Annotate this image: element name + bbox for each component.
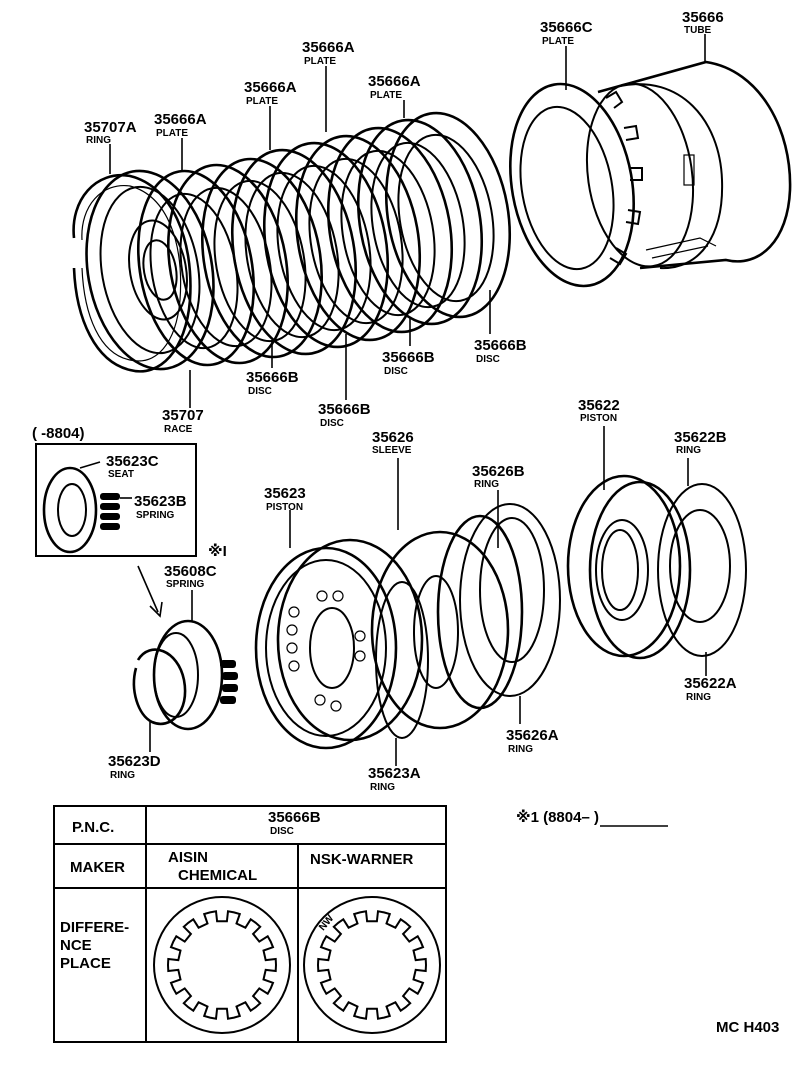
label-35666b-1-name: DISC (248, 386, 272, 397)
tube-35666 (585, 60, 792, 270)
label-35666a-1-name: PLATE (304, 56, 336, 67)
label-35666b-4-name: DISC (476, 354, 500, 365)
table-diff-line1: DIFFERE- (60, 919, 129, 936)
ring-35626b (479, 490, 545, 663)
label-35623d-name: RING (110, 770, 135, 781)
disc-nsk-drawing: NW (303, 896, 441, 1034)
label-35666a-3-pn: 35666A (244, 79, 297, 96)
leader-lines-upper (109, 34, 706, 408)
sleeve-35626 (370, 458, 524, 730)
label-35626a-name: RING (508, 744, 533, 755)
label-35623c-pn: 35623C (106, 453, 159, 470)
label-35666b-3-name: DISC (384, 366, 408, 377)
label-35626-name: SLEEVE (372, 445, 412, 456)
inset-period-note: ( -8804) (32, 425, 85, 442)
label-35608c-pn: 35608C (164, 563, 217, 580)
footnote-period: ※1 (8804– ) (516, 808, 599, 826)
label-35623a-pn: 35623A (368, 765, 421, 782)
label-35666c-name: PLATE (542, 36, 574, 47)
ring-35622b (657, 458, 747, 657)
label-35666b-3-pn: 35666B (382, 349, 435, 366)
label-35666b-1-pn: 35666B (246, 369, 299, 386)
mark-1: ※I (208, 542, 227, 560)
label-35707-pn: 35707 (162, 407, 204, 424)
label-35666b-2-name: DISC (320, 418, 344, 429)
label-35666a-4-pn: 35666A (154, 111, 207, 128)
label-35623-pn: 35623 (264, 485, 306, 502)
table-diff-line2: NCE (60, 937, 92, 954)
label-35623c-name: SEAT (108, 469, 134, 480)
label-35666c-pn: 35666C (540, 19, 593, 36)
clutch-pack-exploded-view (72, 60, 792, 373)
label-35666a-2-name: PLATE (370, 90, 402, 101)
table-diff-line3: PLACE (60, 955, 111, 972)
arrow (137, 565, 163, 618)
table-maker-1-line2: CHEMICAL (178, 867, 257, 884)
table-maker-1-line1: AISIN (168, 849, 208, 866)
piston-35622 (566, 426, 692, 660)
label-35622b-pn: 35622B (674, 429, 727, 446)
table-pnc-label: P.N.C. (72, 819, 114, 836)
label-35666a-3-name: PLATE (246, 96, 278, 107)
label-35707-name: RACE (164, 424, 193, 435)
label-35666b-4-pn: 35666B (474, 337, 527, 354)
piston-35623 (254, 510, 424, 750)
inset-box (35, 443, 197, 557)
label-35622-pn: 35622 (578, 397, 620, 414)
part-labels: 35666 TUBE 35666C PLATE 35666A PLATE 356… (32, 9, 779, 1036)
label-35622-name: PISTON (580, 413, 617, 424)
label-35623a-name: RING (370, 782, 395, 793)
ring-35626a (459, 503, 561, 724)
table-pnc-value: 35666B (268, 809, 321, 826)
label-35623b-pn: 35623B (134, 493, 187, 510)
label-35622a-pn: 35622A (684, 675, 737, 692)
seat-35623c (42, 466, 98, 554)
label-35707a-name: RING (86, 135, 111, 146)
difference-table: P.N.C. 35666B DISC MAKER AISIN CHEMICAL … (53, 805, 447, 1043)
drawing-code: MC H403 (716, 1019, 779, 1036)
springs-35623b (100, 493, 120, 530)
label-35622b-name: RING (676, 445, 701, 456)
label-35707a-pn: 35707A (84, 119, 137, 136)
table-maker-2: NSK-WARNER (310, 851, 413, 868)
label-35666-name: TUBE (684, 25, 712, 36)
label-35623b-name: SPRING (136, 510, 175, 521)
ring-35622a (669, 509, 731, 676)
table-maker-label: MAKER (70, 859, 125, 876)
label-35666b-2-pn: 35666B (318, 401, 371, 418)
label-35608c-name: SPRING (166, 579, 205, 590)
plate-disc-stack (136, 111, 512, 367)
label-35622a-name: RING (686, 692, 711, 703)
ring-35623d (132, 648, 187, 752)
ring-35707a (72, 173, 192, 373)
label-35626a-pn: 35626A (506, 727, 559, 744)
label-35666a-1-pn: 35666A (302, 39, 355, 56)
label-35626-pn: 35626 (372, 429, 414, 446)
disc-aisin-drawing (153, 896, 291, 1034)
table-pnc-value-name: DISC (270, 826, 294, 837)
label-35623-name: PISTON (266, 502, 303, 513)
label-35626b-name: RING (474, 479, 499, 490)
nw-mark: NW (317, 913, 336, 933)
label-35666a-2-pn: 35666A (368, 73, 421, 90)
plate-35666c (509, 82, 643, 288)
label-35623d-pn: 35623D (108, 753, 161, 770)
label-35626b-pn: 35626B (472, 463, 525, 480)
spring-assembly-35608c (152, 590, 238, 731)
label-35666a-4-name: PLATE (156, 128, 188, 139)
label-35666-pn: 35666 (682, 9, 724, 26)
